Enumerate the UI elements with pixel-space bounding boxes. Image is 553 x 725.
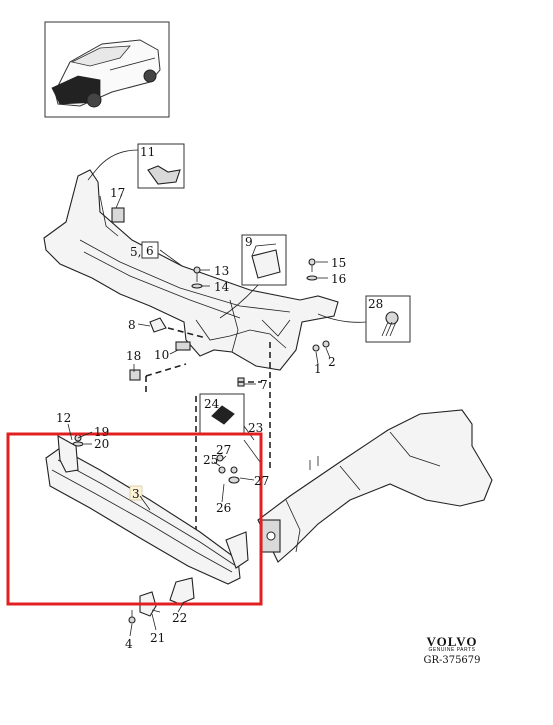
callout-4: 4 xyxy=(125,637,133,651)
callout-17: 17 xyxy=(110,186,125,200)
callout-16: 16 xyxy=(331,272,346,286)
brand-logo: VOLVO xyxy=(426,634,478,649)
callout-24: 24 xyxy=(204,397,220,411)
callout-13: 13 xyxy=(214,264,229,278)
callout-27a: 27 xyxy=(216,443,231,457)
highlight-frame xyxy=(6,432,263,606)
callout-26: 26 xyxy=(216,501,231,515)
callout-3: 3 xyxy=(132,487,140,501)
callout-23: 23 xyxy=(248,421,263,435)
lower-brackets xyxy=(139,577,195,617)
front-support-frame xyxy=(43,169,339,371)
callout-2: 2 xyxy=(328,355,336,369)
callout-6: 6 xyxy=(146,244,154,258)
callout-numbers: 1 2 3 4 5, 6 7 8 9 10 11 12 13 14 15 16 … xyxy=(56,145,383,651)
callout-5: 5, xyxy=(130,245,141,259)
callout-20: 20 xyxy=(94,437,109,451)
callout-7: 7 xyxy=(260,378,268,392)
callout-25: 25 xyxy=(203,453,218,467)
vehicle-thumbnail xyxy=(44,21,170,118)
callout-18: 18 xyxy=(126,349,141,363)
callout-14: 14 xyxy=(214,280,230,294)
brand-subtitle: GENUINE PARTS xyxy=(428,647,476,653)
callout-8: 8 xyxy=(128,318,136,332)
part-3-label-bg xyxy=(129,485,143,501)
detail-box-11 xyxy=(87,143,185,189)
callout-22: 22 xyxy=(172,611,187,625)
callout-11: 11 xyxy=(140,145,155,159)
callout-28: 28 xyxy=(368,297,383,311)
diagram-reference: GR-375679 xyxy=(423,655,481,666)
assembly-lines xyxy=(145,327,271,540)
callout-21: 21 xyxy=(150,631,165,645)
callout-6-box xyxy=(141,241,159,259)
callout-27b: 27 xyxy=(254,474,269,488)
callout-10: 10 xyxy=(154,348,169,362)
detail-box-9 xyxy=(219,234,287,319)
detail-box-28 xyxy=(317,295,411,343)
callout-12: 12 xyxy=(56,411,71,425)
longitudinal-rail xyxy=(257,409,493,563)
callout-9: 9 xyxy=(245,235,253,249)
bumper-reinforcement-3 xyxy=(45,435,249,585)
callout-19: 19 xyxy=(94,425,109,439)
callout-1: 1 xyxy=(314,362,322,376)
callout-15: 15 xyxy=(331,256,346,270)
detail-box-24 xyxy=(199,393,261,463)
callout-leaders xyxy=(67,193,331,637)
